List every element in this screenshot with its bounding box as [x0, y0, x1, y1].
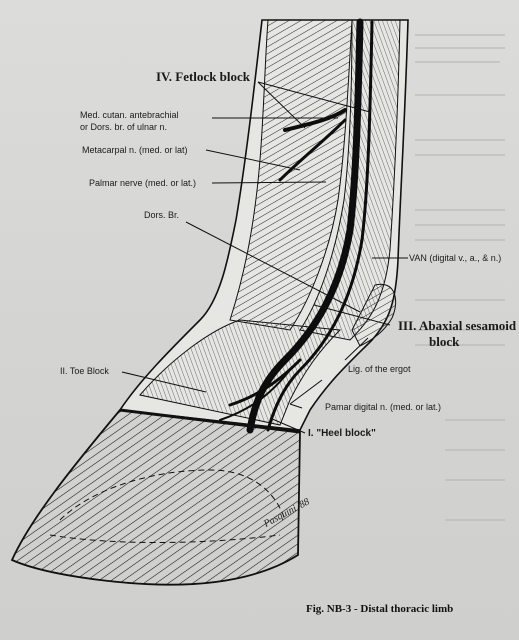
label-metacarpal-n: Metacarpal n. (med. or lat): [82, 145, 188, 155]
label-fetlock-block: IV. Fetlock block: [156, 69, 251, 84]
bleed-through-lines: [415, 34, 505, 521]
label-abaxial-line1: III. Abaxial sesamoid: [398, 318, 517, 333]
leader-lines: [121, 81, 408, 434]
label-toe-block: II. Toe Block: [60, 366, 109, 376]
figure-caption: Fig. NB-3 - Distal thoracic limb: [306, 603, 454, 615]
label-abaxial-line2: block: [429, 334, 460, 349]
label-heel-block: I. "Heel block": [308, 428, 376, 439]
limb-shape: [118, 19, 409, 431]
label-van: VAN (digital v., a., & n.): [409, 253, 502, 263]
label-med-cutan-line2: or Dors. br. of ulnar n.: [80, 122, 168, 132]
label-palmar-nerve: Palmar nerve (med. or lat.): [89, 178, 197, 188]
label-palmar-digital: Pamar digital n. (med. or lat.): [325, 402, 442, 412]
label-dors-br: Dors. Br.: [144, 210, 180, 220]
label-med-cutan-line1: Med. cutan. antebrachial: [80, 110, 179, 120]
label-lig-ergot: Lig. of the ergot: [348, 364, 411, 374]
hoof: [10, 408, 301, 586]
vessels: [219, 18, 374, 434]
